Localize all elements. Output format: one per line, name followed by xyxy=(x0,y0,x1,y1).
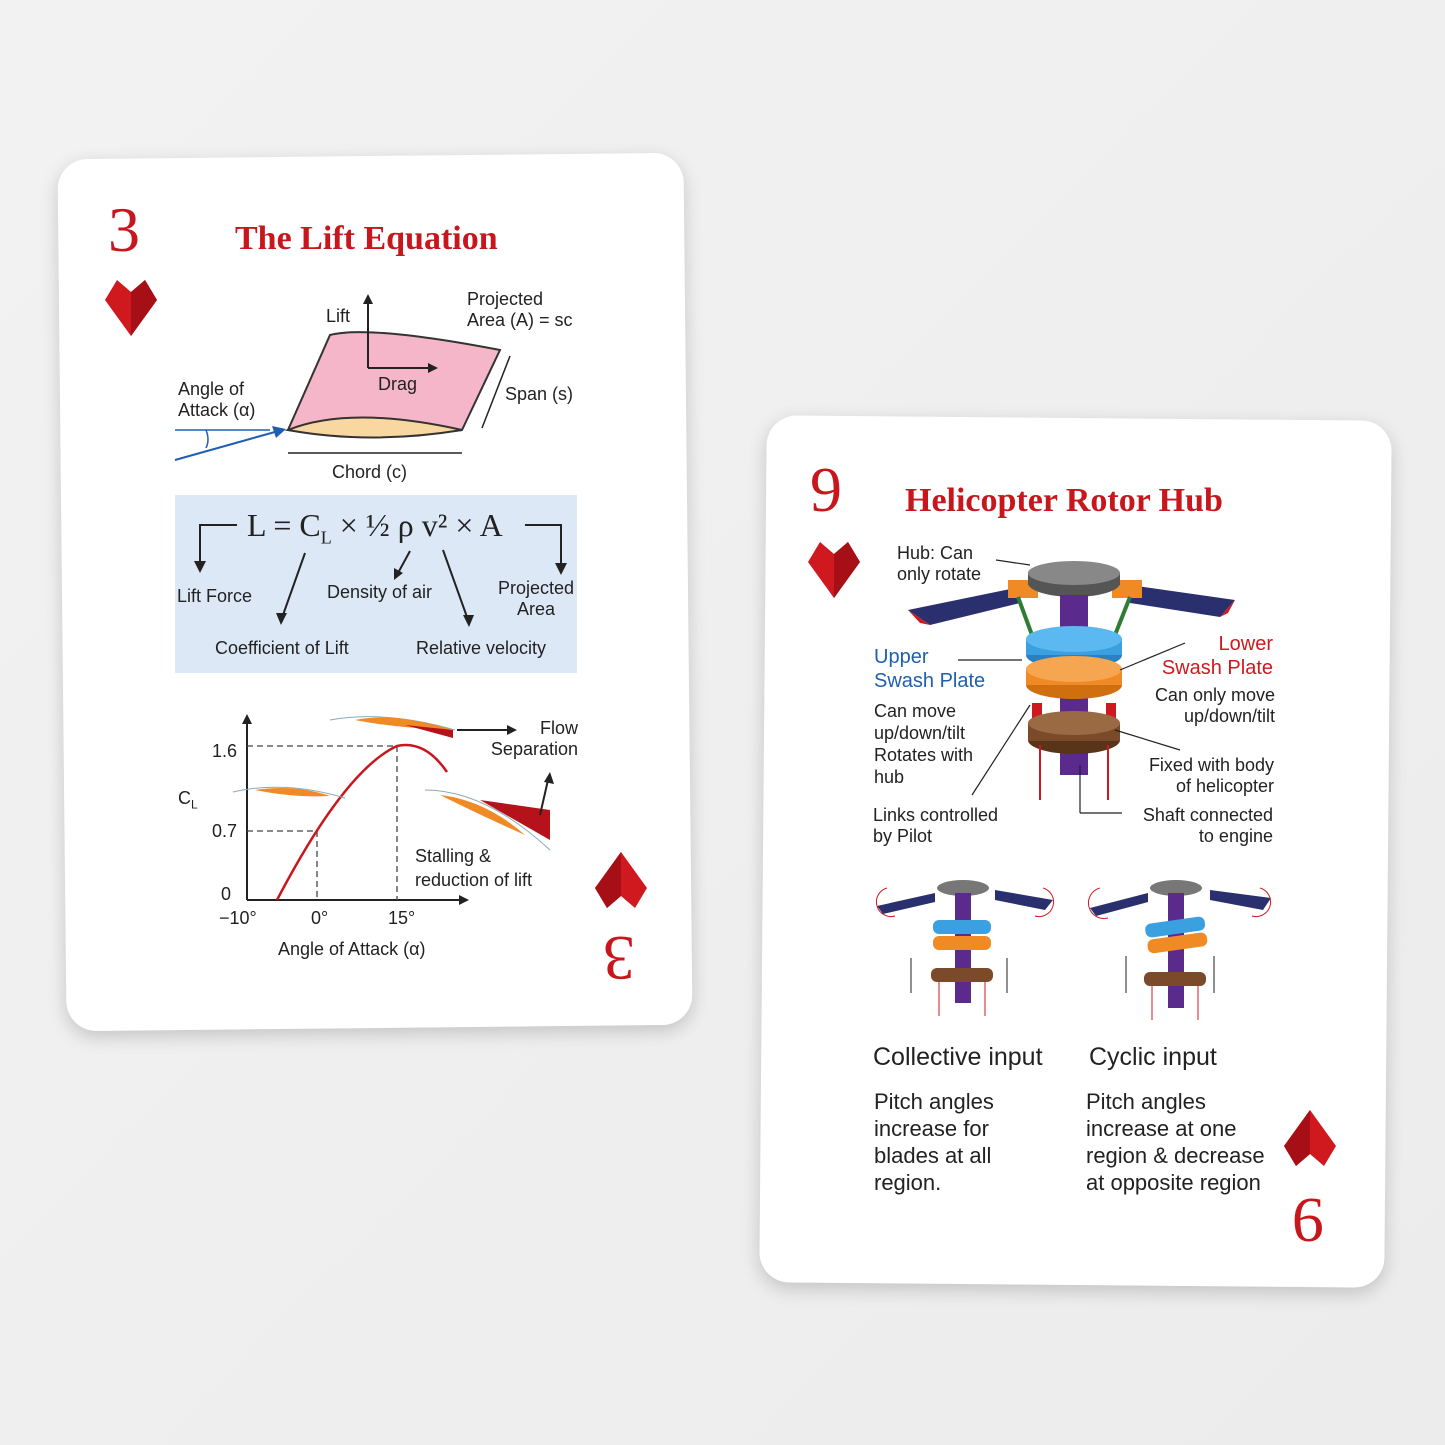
text-line: Swash Plate xyxy=(874,670,986,692)
x-axis-label: Angle of Attack (α) xyxy=(278,939,426,959)
card-title: The Lift Equation xyxy=(235,220,498,257)
stalling-label: Stalling & reduction of lift xyxy=(415,844,532,892)
coefficient-label: Coefficient of Lift xyxy=(215,638,349,658)
text-line: Stalling & xyxy=(415,846,492,866)
text-line: Rotates with xyxy=(874,745,974,765)
text-line: Separation xyxy=(490,739,578,759)
lift-force-label: Lift Force xyxy=(177,586,253,606)
text-line: Fixed with body xyxy=(1148,755,1274,775)
text-line: region. xyxy=(874,1170,942,1195)
text: C xyxy=(178,788,191,808)
rotor-hub-diagram xyxy=(908,559,1235,814)
text-line: Pitch angles xyxy=(874,1089,994,1114)
heart-icon xyxy=(1284,1110,1336,1166)
text-line: Shaft connected xyxy=(1142,805,1273,825)
card-rank: 9 xyxy=(810,454,842,525)
text-line: increase for xyxy=(874,1116,989,1141)
text-line: Pitch angles xyxy=(1086,1089,1206,1114)
airfoil-flow-icon xyxy=(232,786,346,799)
text-line: to engine xyxy=(1198,826,1273,846)
airfoil-flow-icon xyxy=(329,716,456,738)
velocity-label: Relative velocity xyxy=(416,638,547,658)
text-line: Angle of xyxy=(178,379,245,399)
y-tick-0: 0 xyxy=(221,884,232,904)
text-line: Flow xyxy=(539,718,578,738)
text-line: hub xyxy=(874,767,905,787)
text-line: up/down/tilt xyxy=(1183,706,1275,726)
collective-input-title: Collective input xyxy=(873,1043,1043,1071)
y-tick-0-7: 0.7 xyxy=(212,821,238,841)
span-label: Span (s) xyxy=(505,384,574,404)
text-line: increase at one xyxy=(1086,1116,1237,1141)
card-rank-inverted: 9 xyxy=(1292,1185,1324,1256)
text-line: Hub: Can xyxy=(897,543,974,563)
cyclic-input-diagram xyxy=(1087,880,1272,1020)
x-tick-15: 15° xyxy=(388,908,416,928)
text-line: reduction of lift xyxy=(415,870,533,890)
text-line: by Pilot xyxy=(873,826,933,846)
drag-label: Drag xyxy=(378,374,418,394)
density-label: Density of air xyxy=(327,582,433,602)
x-tick-neg10: −10° xyxy=(219,908,257,928)
text-line: of helicopter xyxy=(1175,776,1274,796)
lift-equation: L = CL × ½ ρ v² × A xyxy=(247,507,503,548)
text: L xyxy=(191,797,198,812)
text-line: Attack (α) xyxy=(178,400,256,420)
text-line: Area (A) = sc xyxy=(467,310,573,330)
card-rank: 3 xyxy=(108,194,140,265)
text-line: Projected xyxy=(498,578,575,598)
card-title: Helicopter Rotor Hub xyxy=(905,482,1223,519)
text-line: Lower xyxy=(1218,633,1273,655)
cyclic-input-title: Cyclic input xyxy=(1089,1043,1217,1071)
text-line: Swash Plate xyxy=(1161,657,1273,679)
text-line: Projected xyxy=(467,289,544,309)
heart-icon xyxy=(808,542,860,598)
text-line: Area xyxy=(517,599,556,619)
stalled-airfoil-icon xyxy=(424,772,554,851)
x-tick-0: 0° xyxy=(311,908,329,928)
text-line: Can only move xyxy=(1154,685,1275,705)
eq-part: × ½ ρ v² × A xyxy=(339,507,503,543)
eq-sub: L xyxy=(320,527,332,548)
text-line: blades at all xyxy=(874,1143,992,1168)
chord-label: Chord (c) xyxy=(332,462,408,482)
equation-arrows xyxy=(194,524,567,627)
card-rank-inverted: 3 xyxy=(603,923,635,994)
y-tick-1-6: 1.6 xyxy=(212,741,238,761)
heart-icon xyxy=(105,280,157,336)
text-line: up/down/tilt xyxy=(874,723,966,743)
airfoil-diagram xyxy=(174,294,511,461)
heart-icon xyxy=(595,852,647,908)
y-axis-label: CL xyxy=(178,788,198,816)
equation-box xyxy=(175,495,577,673)
eq-part: L = C xyxy=(247,507,321,543)
text-line: at opposite region xyxy=(1086,1170,1261,1195)
collective-input-diagram xyxy=(875,880,1055,1016)
text-line: only rotate xyxy=(897,564,982,584)
text-line: Can move xyxy=(874,701,957,721)
lift-label: Lift xyxy=(326,306,351,326)
lift-curve-graph xyxy=(232,714,554,905)
text-line: Links controlled xyxy=(873,805,999,825)
text-line: region & decrease xyxy=(1086,1143,1265,1168)
text-line: Upper xyxy=(874,646,929,668)
